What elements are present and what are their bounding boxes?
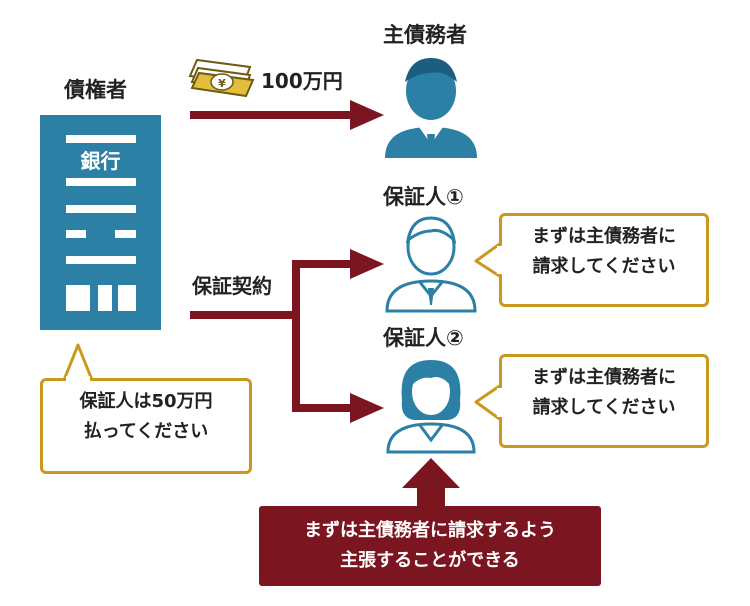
guarantor1-speech-line: 請求してください xyxy=(532,256,676,277)
bank-sign: 銀行 xyxy=(80,149,121,173)
guarantor1-title: 保証人① xyxy=(383,185,464,209)
guarantor1-speech-line: まずは主債務者に xyxy=(532,226,676,247)
guarantor2-speech-bubble: まずは主債務者に 請求してください xyxy=(499,354,709,448)
creditor-speech-line: 保証人は50万円 xyxy=(79,391,213,412)
up-arrow xyxy=(402,458,460,508)
bubble-tail-creditor xyxy=(62,343,94,382)
guarantor1-avatar-icon xyxy=(385,216,477,313)
money-bill-icon: ¥ xyxy=(188,58,255,98)
loan-arrow xyxy=(190,100,384,130)
debtor-title: 主債務者 xyxy=(383,23,467,47)
guarantor1-speech-bubble: まずは主債務者に 請求してください xyxy=(499,213,709,307)
bank-building-icon xyxy=(40,115,161,330)
debtor-avatar-icon xyxy=(385,58,477,158)
loan-amount: 100万円 xyxy=(261,69,343,93)
svg-text:¥: ¥ xyxy=(218,77,226,90)
guarantor2-title: 保証人② xyxy=(383,326,464,350)
guarantor2-speech-line: 請求してください xyxy=(532,397,676,418)
creditor-speech-bubble: 保証人は50万円 払ってください xyxy=(40,378,252,474)
guarantor2-speech-line: まずは主債務者に xyxy=(532,367,676,388)
conclusion-line: 主張することができる xyxy=(340,550,520,571)
contract-label: 保証契約 xyxy=(192,274,272,298)
conclusion-line: まずは主債務者に請求するよう xyxy=(304,520,556,541)
creditor-speech-line: 払ってください xyxy=(83,421,209,442)
guarantee-contract-arrow xyxy=(190,249,384,423)
conclusion-box: まずは主債務者に請求するよう 主張することができる xyxy=(259,506,601,586)
guarantor2-avatar-icon xyxy=(386,360,476,454)
creditor-title: 債権者 xyxy=(64,78,127,102)
